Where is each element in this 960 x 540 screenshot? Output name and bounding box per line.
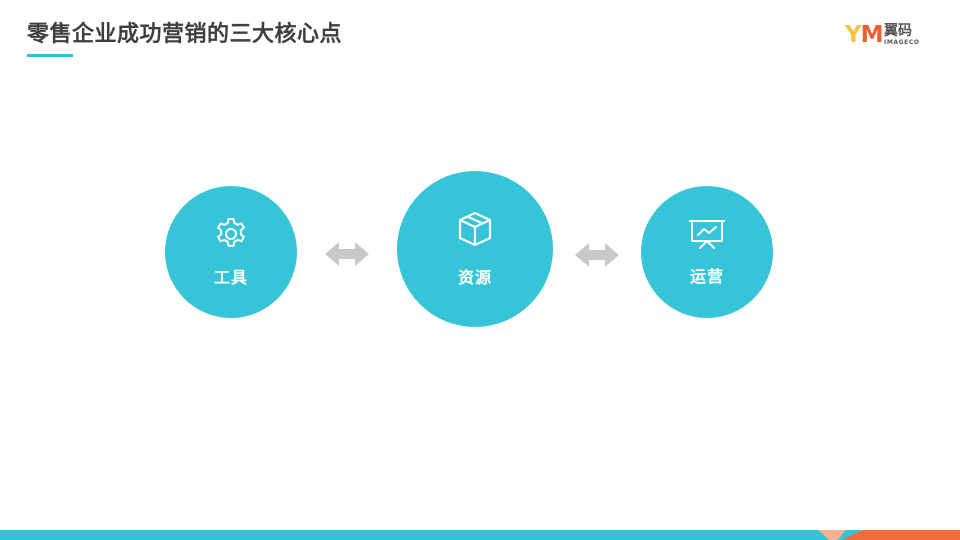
node-operations-label: 运营 (689, 267, 724, 286)
node-resources-label: 资源 (457, 268, 492, 287)
double-arrow-icon (575, 243, 619, 267)
node-tools: 工具 (165, 186, 297, 318)
slide-title: 零售企业成功营销的三大核心点 (27, 22, 343, 47)
logo-chinese-name: 翼码 (884, 23, 912, 39)
logo-mark-y: Y (845, 22, 862, 48)
gear-icon (217, 218, 245, 247)
logo-mark: YM (845, 22, 884, 48)
footer-fold (818, 530, 846, 540)
company-logo: YM 翼码 IMAGECO (845, 22, 927, 48)
footer-accent (842, 530, 960, 540)
box-icon (458, 211, 492, 247)
double-arrow-icon (325, 242, 369, 266)
footer-bar (0, 530, 960, 540)
presentation-chart-icon (689, 220, 725, 249)
title-underline (27, 54, 73, 57)
logo-mark-m: M (860, 22, 884, 48)
node-tools-label: 工具 (213, 268, 248, 287)
logo-english-name: IMAGECO (884, 39, 920, 46)
node-operations: 运营 (641, 186, 773, 318)
node-resources: 资源 (397, 171, 553, 327)
